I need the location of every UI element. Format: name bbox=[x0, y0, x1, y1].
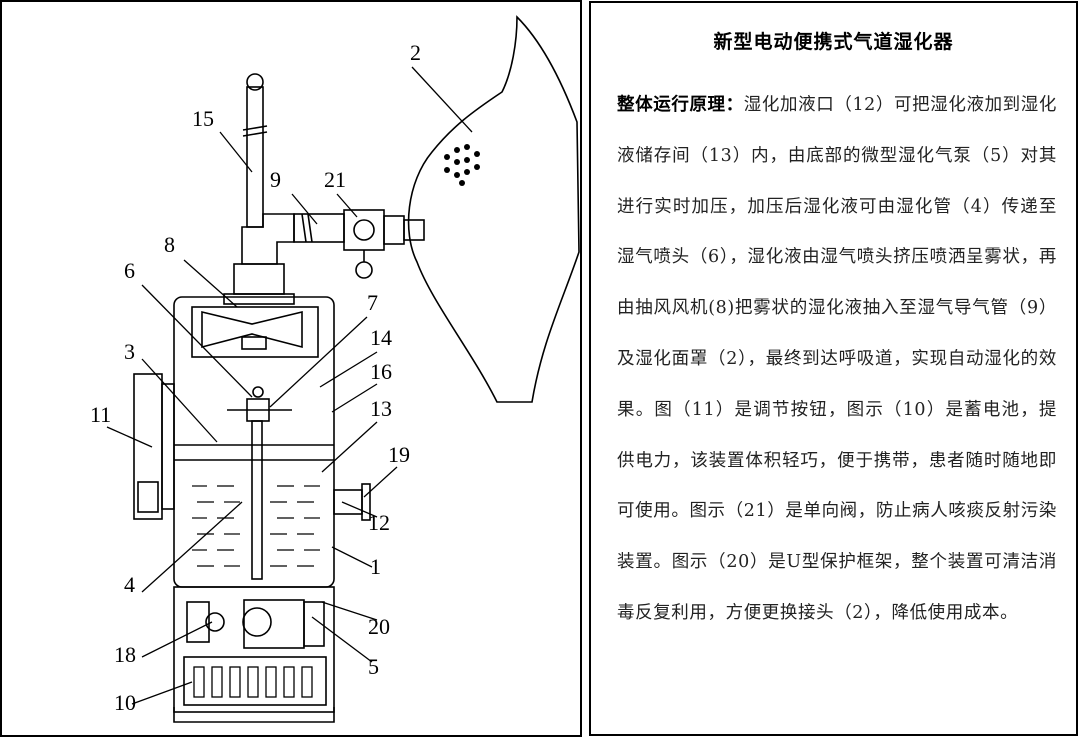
label-12: 12 bbox=[368, 510, 390, 535]
label-14: 14 bbox=[370, 325, 392, 350]
label-3: 3 bbox=[124, 339, 135, 364]
label-19: 19 bbox=[388, 442, 410, 467]
humidifier-diagram: 15 2 9 21 8 6 7 14 3 16 11 13 19 12 4 1 … bbox=[90, 15, 580, 723]
face-outline bbox=[407, 15, 580, 403]
label-9: 9 bbox=[270, 167, 281, 192]
label-10: 10 bbox=[114, 690, 136, 715]
label-13: 13 bbox=[370, 396, 392, 421]
humidifier-tube bbox=[251, 420, 263, 580]
label-8: 8 bbox=[164, 232, 175, 257]
label-18: 18 bbox=[114, 642, 136, 667]
label-21: 21 bbox=[324, 167, 346, 192]
liquid-level bbox=[192, 485, 320, 567]
micro-pump bbox=[243, 599, 305, 649]
base-frame bbox=[173, 586, 335, 713]
check-valve bbox=[343, 209, 385, 251]
pipe-elbow bbox=[241, 213, 295, 265]
top-pipe bbox=[246, 86, 264, 228]
label-16: 16 bbox=[370, 359, 392, 384]
label-6: 6 bbox=[124, 258, 135, 283]
description-body: 整体运行原理：湿化加液口（12）可把湿化液加到湿化液储存间（13）内，由底部的微… bbox=[617, 80, 1057, 639]
label-7: 7 bbox=[367, 290, 378, 315]
top-knob bbox=[246, 73, 264, 91]
label-15: 15 bbox=[192, 106, 214, 131]
fan bbox=[201, 310, 303, 349]
label-2: 2 bbox=[410, 40, 421, 65]
description-lead: 整体运行原理： bbox=[617, 95, 744, 115]
battery bbox=[183, 656, 327, 706]
description-title: 新型电动便携式气道湿化器 bbox=[713, 31, 954, 53]
label-1: 1 bbox=[370, 554, 381, 579]
diagram-panel: 15 2 9 21 8 6 7 14 3 16 11 13 19 12 4 1 … bbox=[0, 0, 582, 737]
fill-port bbox=[333, 489, 363, 515]
air-guide-pipe bbox=[293, 213, 345, 243]
label-11: 11 bbox=[90, 402, 111, 427]
main-housing bbox=[173, 296, 335, 588]
description-panel: 新型电动便携式气道湿化器 整体运行原理：湿化加液口（12）可把湿化液加到湿化液储… bbox=[589, 1, 1078, 736]
label-20: 20 bbox=[368, 614, 390, 639]
u-frame bbox=[173, 707, 335, 723]
description-text: 湿化加液口（12）可把湿化液加到湿化液储存间（13）内，由底部的微型湿化气泵（5… bbox=[617, 95, 1058, 623]
label-4: 4 bbox=[124, 572, 135, 597]
fan-mount bbox=[233, 263, 285, 295]
mask-vent-dots bbox=[444, 144, 480, 186]
pump-valve bbox=[205, 612, 225, 632]
label-5: 5 bbox=[368, 654, 379, 679]
